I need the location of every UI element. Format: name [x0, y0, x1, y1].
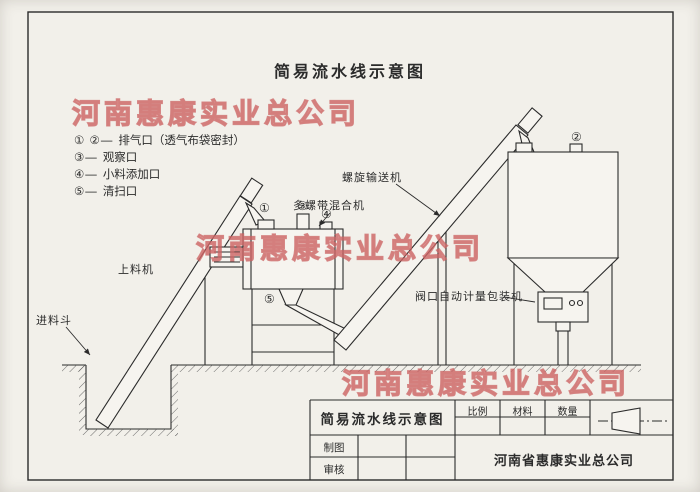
title-block-scale-label: 比例: [467, 407, 488, 418]
feed-pit: [79, 365, 178, 436]
legend-label: 观察口: [102, 151, 138, 164]
feeder-conveyor-drawing: [95, 177, 266, 429]
silo-drawing: [506, 142, 620, 365]
port-marker-1: ①: [259, 201, 270, 215]
label-feed-hopper: 进料斗: [36, 315, 72, 327]
title-block-checked-label: 审核: [323, 464, 345, 476]
legend-label: 排气口（透气布袋密封）: [118, 134, 245, 147]
legend-label: 小料添加口: [102, 168, 161, 181]
leader-lines: [65, 183, 536, 356]
page-title: 简易流水线示意图: [273, 64, 426, 81]
title-block-drawn-label: 制图: [323, 442, 345, 454]
label-mixer: 多螺带混合机: [293, 200, 365, 212]
legend-marker: ① ②—: [74, 134, 114, 147]
legend-marker: ④—: [74, 168, 98, 181]
legend: ① ②— 排气口（透气布袋密封） ③— 观察口 ④— 小料添加口 ⑤— 清扫口: [74, 131, 245, 199]
legend-item: ④— 小料添加口: [74, 165, 245, 182]
port-marker-3: ③: [297, 199, 308, 213]
legend-item: ⑤— 清扫口: [74, 182, 245, 199]
legend-item: ③— 观察口: [74, 148, 245, 165]
label-packer: 阀口自动计量包装机: [415, 291, 523, 303]
packer-drawing: [537, 291, 589, 365]
title-block-grid: [309, 399, 673, 480]
legend-item: ① ②— 排气口（透气布袋密封）: [74, 131, 245, 148]
projection-symbol: [598, 407, 668, 435]
label-screw-conveyor: 螺旋输送机: [342, 172, 402, 184]
legend-marker: ③—: [74, 151, 98, 164]
title-block-material-label: 材料: [512, 407, 533, 418]
title-block-drawing-title: 简易流水线示意图: [320, 412, 445, 427]
port-marker-2: ②: [571, 130, 582, 144]
mixer-drawing: [209, 213, 349, 365]
legend-label: 清扫口: [102, 185, 138, 198]
title-block-company: 河南省惠康实业总公司: [493, 453, 634, 468]
port-marker-5: ⑤: [264, 292, 275, 306]
ground-line: [62, 364, 641, 372]
port-marker-4: ④: [321, 207, 332, 221]
label-feeder: 上料机: [118, 264, 154, 276]
title-block-quantity-label: 数量: [557, 407, 578, 418]
drawing-frame: [27, 11, 674, 481]
screw-conveyor-drawing: [333, 107, 543, 365]
legend-marker: ⑤—: [74, 185, 98, 198]
